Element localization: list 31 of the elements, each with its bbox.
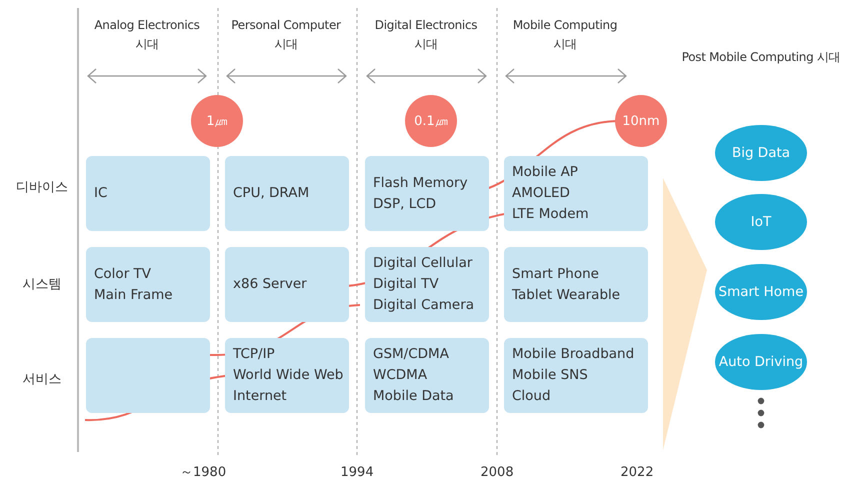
technology-cell: x86 Server [225, 247, 349, 322]
technology-cell: Color TV Main Frame [86, 247, 210, 322]
era-heading: Post Mobile Computing 시대 [680, 49, 842, 66]
technology-cell: Mobile AP AMOLED LTE Modem [504, 156, 648, 231]
era-heading: Analog Electronics 시대 [93, 17, 201, 53]
technology-cell: TCP/IP World Wide Web Internet [225, 338, 349, 413]
trend-ellipse: Big Data [715, 125, 807, 181]
empty-cell [86, 338, 210, 413]
scale-badge: 0.1㎛ [405, 95, 457, 147]
year-label: ～1980 [180, 464, 226, 482]
technology-cell: Smart Phone Tablet Wearable [504, 247, 648, 322]
scale-badge: 10nm [615, 95, 667, 147]
year-label: 2008 [480, 464, 514, 482]
technology-cell: GSM/CDMA WCDMA Mobile Data [365, 338, 489, 413]
technology-cell: CPU, DRAM [225, 156, 349, 231]
row-label: 시스템 [22, 276, 62, 294]
era-heading: Personal Computer 시대 [230, 17, 342, 53]
technology-cell: Mobile Broadband Mobile SNS Cloud [504, 338, 648, 413]
trend-ellipse: IoT [715, 194, 807, 250]
year-label: 2022 [620, 464, 654, 482]
year-label: 1994 [340, 464, 374, 482]
row-label: 서비스 [22, 371, 62, 389]
era-heading: Mobile Computing 시대 [512, 17, 618, 53]
era-heading: Digital Electronics 시대 [374, 17, 478, 53]
trend-ellipse: Smart Home [715, 264, 807, 320]
technology-cell: IC [86, 156, 210, 231]
row-label: 디바이스 [16, 179, 68, 197]
technology-cell: Flash Memory DSP, LCD [365, 156, 489, 231]
scale-badge: 1㎛ [191, 95, 243, 147]
technology-cell: Digital Cellular Digital TV Digital Camera [365, 247, 489, 322]
trend-ellipse: Auto Driving [715, 334, 807, 390]
